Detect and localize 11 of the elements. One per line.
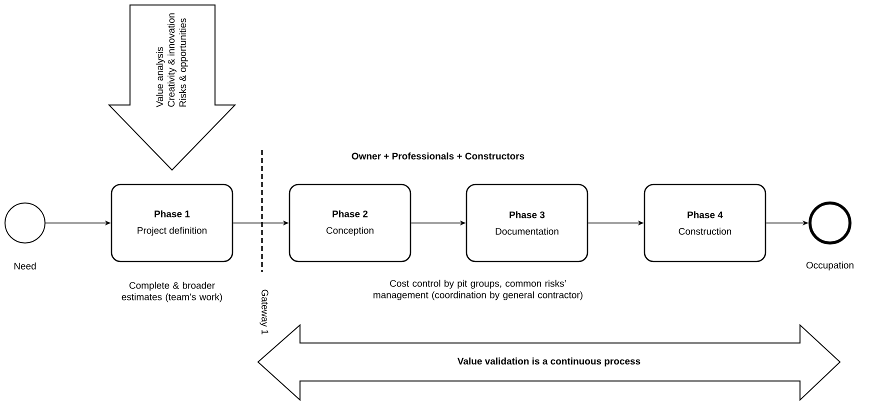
phase-box: Phase 4 Construction <box>644 184 766 262</box>
node-caption: Occupation <box>806 262 854 270</box>
phase-box: Phase 2 Conception <box>288 184 412 262</box>
end-event-circle <box>808 202 852 244</box>
node-caption: Complete & broader estimates (team’s work) <box>122 282 222 302</box>
start-event-circle <box>4 202 46 244</box>
phase-box: Phase 1 Project definition <box>110 184 234 262</box>
phase-box: Phase 3 Documentation <box>466 184 588 262</box>
node-caption: Need <box>14 262 36 270</box>
group-heading: Owner + Professionals + Constructors <box>352 152 524 160</box>
note-text: Cost control by pit groups, common risks’ management (coordination by general contractor) <box>374 280 582 300</box>
